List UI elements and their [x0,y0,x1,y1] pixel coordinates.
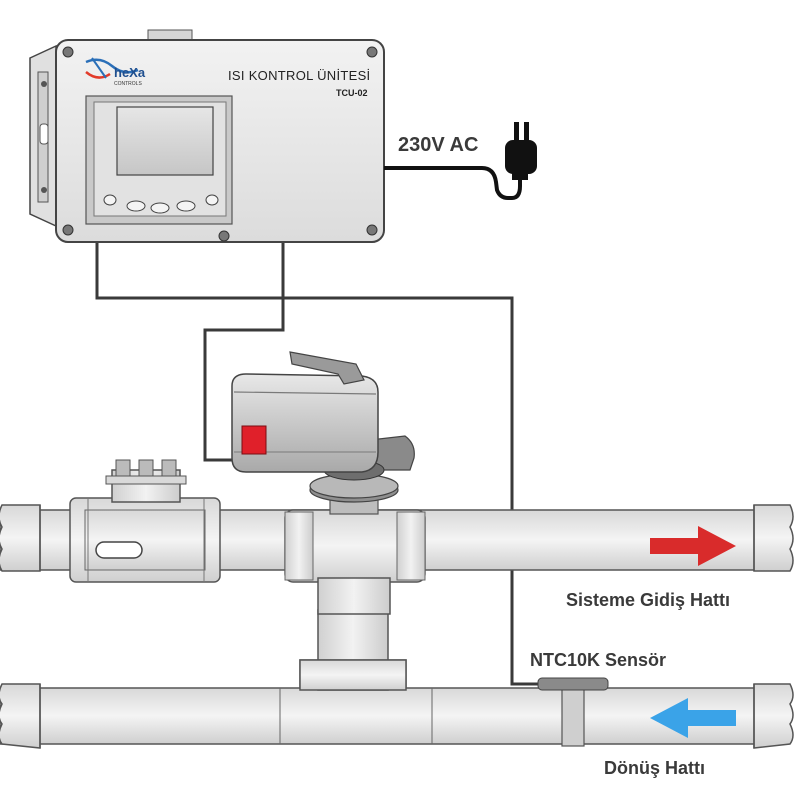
ntc-sensor-probe [537,677,609,691]
return-flow-arrow-icon [650,698,736,738]
panel-button [205,194,219,206]
wire-control-to-actuator [203,240,285,462]
power-cable [384,166,522,200]
panel-button [150,202,170,214]
bypass-pipe [299,609,407,691]
sensor-label: NTC10K Sensör [530,650,666,670]
control-unit: heXa CONTROLS ISI KONTROL ÜNİTESİ TCU-02 [29,29,385,243]
panel-button [176,200,196,212]
return-pipe [0,677,794,749]
unit-model: TCU-02 [336,88,368,98]
lcd-screen [116,106,214,176]
power-label: 230V AC [398,134,478,156]
supply-flow-arrow-icon [650,526,736,566]
hexa-logo-icon: heXa CONTROLS [85,57,146,87]
supply-line-label: Sisteme Gidiş Hattı [566,590,730,610]
return-line-label: Dönüş Hattı [604,758,705,778]
panel-button [103,194,117,206]
logo-text: heXa [114,65,146,80]
power-plug-icon [505,122,537,180]
wiring [95,240,540,686]
logo-subtext: CONTROLS [114,81,142,87]
three-way-valve [284,473,426,615]
unit-title: ISI KONTROL ÜNİTESİ [228,68,370,83]
panel-button [126,200,146,212]
wire-control-to-sensor [95,240,540,686]
actuator-indicator-led [241,425,267,455]
valve-actuator [231,351,415,481]
